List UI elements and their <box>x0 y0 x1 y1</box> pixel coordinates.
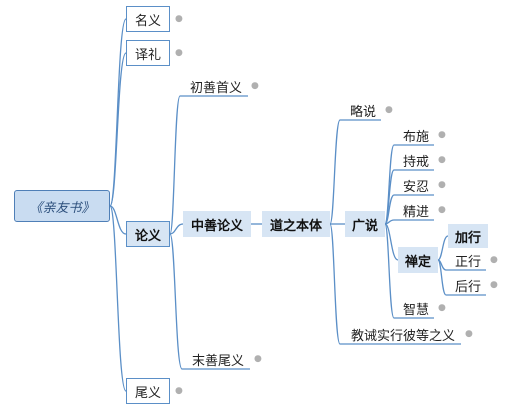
node-lun-yi[interactable]: 论义 <box>126 221 170 247</box>
node-guang-shuo[interactable]: 广说 <box>345 211 385 237</box>
node-yi-li[interactable]: 译礼 <box>126 40 170 66</box>
connector-line <box>384 223 395 319</box>
node-mo-shan-wei-yi[interactable]: 末善尾义 <box>191 353 244 369</box>
node-chan-ding[interactable]: 禅定 <box>398 247 438 273</box>
connector-line <box>437 235 449 261</box>
node-dao-zhi-ben-ti[interactable]: 道之本体 <box>262 211 330 237</box>
collapse-dot-icon: ● <box>438 303 446 313</box>
collapse-dot-icon: ● <box>175 48 183 58</box>
node-chu-shan-shou-yi[interactable]: 初善首义 <box>189 80 242 96</box>
connector-line <box>329 119 341 225</box>
connector-line <box>109 52 127 207</box>
connector-line <box>384 194 395 225</box>
node-ming-yi[interactable]: 名义 <box>126 6 170 32</box>
collapse-dot-icon: ● <box>438 130 446 140</box>
connector-line <box>437 259 447 296</box>
root-node[interactable]: 《亲友书》 <box>14 190 110 222</box>
connector-line <box>169 223 184 235</box>
collapse-dot-icon: ● <box>385 105 393 115</box>
collapse-dot-icon: ● <box>490 255 498 265</box>
node-jia-xing[interactable]: 加行 <box>448 224 488 248</box>
node-zheng-xing[interactable]: 正行 <box>454 254 481 270</box>
collapse-dot-icon: ● <box>438 205 446 215</box>
node-wei-yi[interactable]: 尾义 <box>126 378 170 404</box>
connector-line <box>109 205 127 392</box>
node-zhi-hui[interactable]: 智慧 <box>402 302 429 318</box>
node-bu-shi[interactable]: 布施 <box>402 129 429 145</box>
node-chi-jie[interactable]: 持戒 <box>402 154 429 170</box>
connector-line <box>329 223 341 345</box>
collapse-dot-icon: ● <box>251 81 259 91</box>
collapse-dot-icon: ● <box>175 14 183 24</box>
node-zhong-shan-lun-yi[interactable]: 中善论义 <box>183 211 251 237</box>
collapse-dot-icon: ● <box>175 386 183 396</box>
collapse-dot-icon: ● <box>465 329 473 339</box>
collapse-dot-icon: ● <box>438 180 446 190</box>
collapse-dot-icon: ● <box>254 354 262 364</box>
node-hou-xing[interactable]: 后行 <box>454 279 481 295</box>
connector-line <box>169 95 181 235</box>
connector-line <box>109 205 127 235</box>
node-lue-shuo[interactable]: 略说 <box>349 104 376 120</box>
connector-line <box>169 233 183 370</box>
connector-line <box>384 223 399 261</box>
node-jiao-jie[interactable]: 教诫实行彼等之义 <box>350 328 455 344</box>
collapse-dot-icon: ● <box>490 280 498 290</box>
collapse-dot-icon: ● <box>438 155 446 165</box>
node-an-ren[interactable]: 安忍 <box>402 179 429 195</box>
connector-line <box>384 144 395 225</box>
node-jing-jin[interactable]: 精进 <box>402 204 429 220</box>
